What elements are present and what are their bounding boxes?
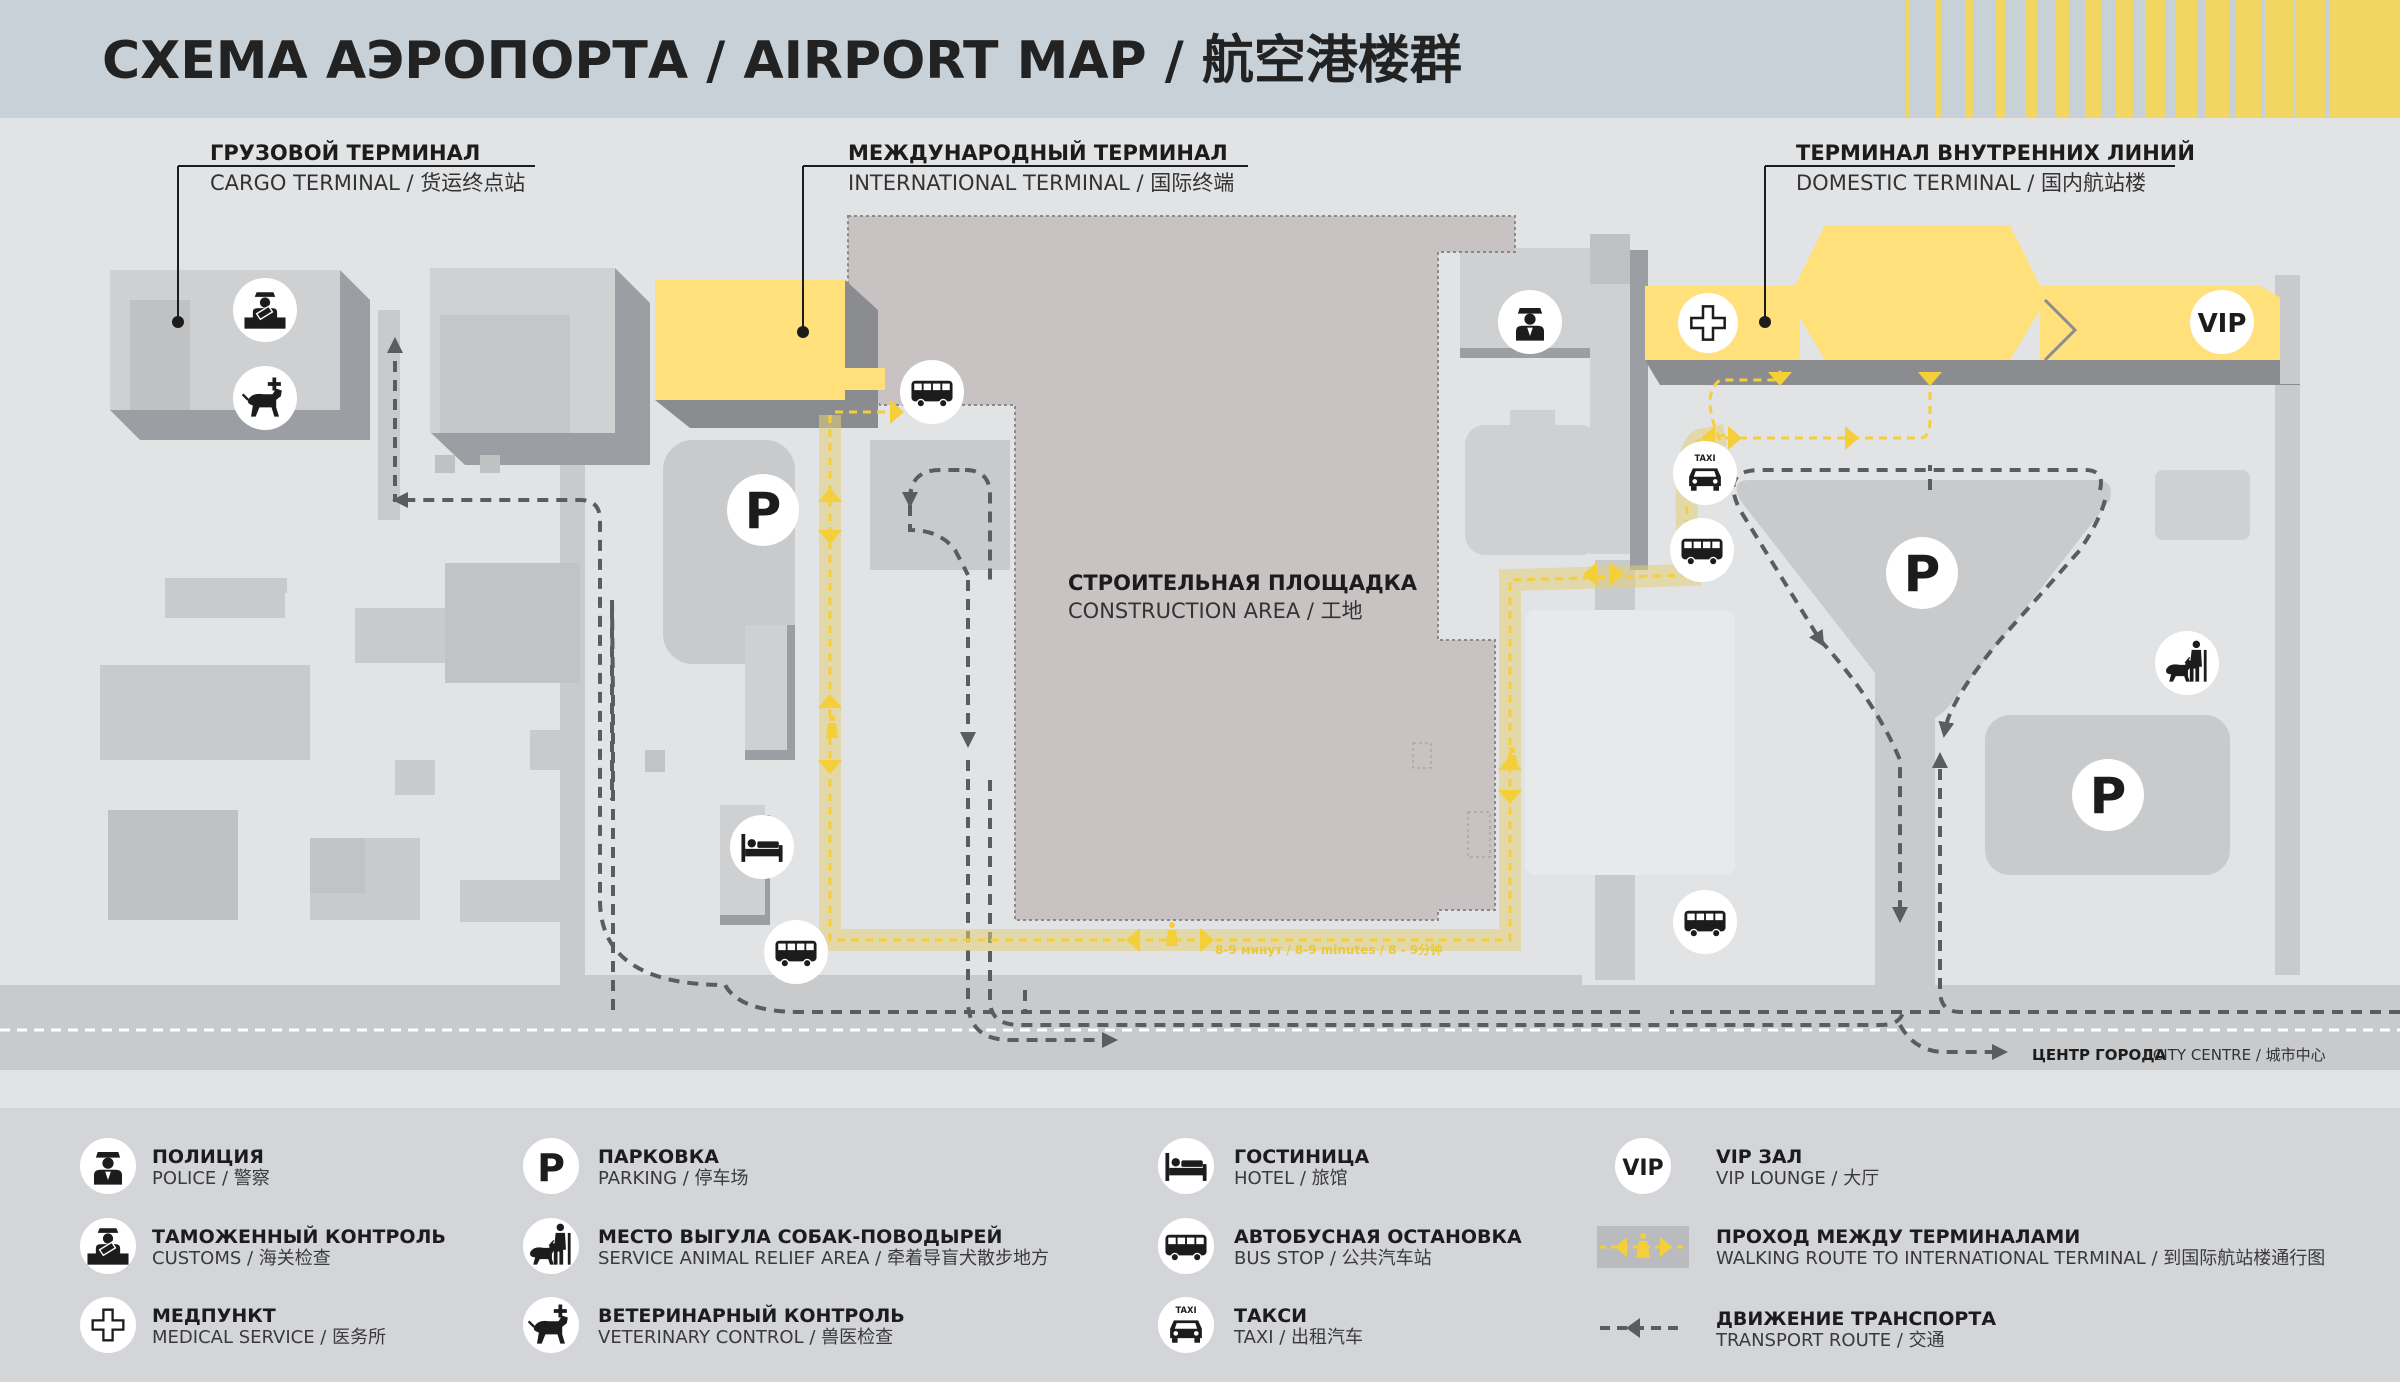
legend-item-veterinary: ВЕТЕРИНАРНЫЙ КОНТРОЛЬ VETERINARY CONTROL… xyxy=(523,1297,905,1353)
legend-item-customs: ТАМОЖЕННЫЙ КОНТРОЛЬ CUSTOMS / 海关检查 xyxy=(80,1218,446,1274)
svg-text:ПАРКОВКА: ПАРКОВКА xyxy=(598,1146,719,1168)
svg-text:ТАМОЖЕННЫЙ КОНТРОЛЬ: ТАМОЖЕННЫЙ КОНТРОЛЬ xyxy=(152,1225,446,1248)
svg-text:POLICE / 警察: POLICE / 警察 xyxy=(152,1168,270,1189)
vip-icon: VIP xyxy=(1622,1156,1663,1181)
construction-label-en: CONSTRUCTION AREA / 工地 xyxy=(1068,599,1363,623)
parking-icon[interactable]: P xyxy=(1886,537,1958,609)
international-label-en: INTERNATIONAL TERMINAL / 国际终端 xyxy=(848,171,1234,195)
bus-stop-icon[interactable] xyxy=(764,920,828,984)
svg-text:ГОСТИНИЦА: ГОСТИНИЦА xyxy=(1234,1146,1369,1168)
walking-person-marks xyxy=(826,715,1518,946)
parking-icon: P xyxy=(537,1146,565,1190)
domestic-label-en: DOMESTIC TERMINAL / 国内航站楼 xyxy=(1796,171,2146,195)
parking-icon[interactable]: P xyxy=(2072,759,2144,831)
svg-text:VETERINARY CONTROL / 兽医检查: VETERINARY CONTROL / 兽医检查 xyxy=(598,1327,893,1348)
legend-item-taxi: ТАКСИ TAXI / 出租汽车 xyxy=(1158,1297,1363,1353)
map-header: СХЕМА АЭРОПОРТА / AIRPORT MAP / 航空港楼群 xyxy=(0,0,2400,118)
construction-area: СТРОИТЕЛЬНАЯ ПЛОЩАДКА CONSTRUCTION AREA … xyxy=(847,215,1516,921)
bus-stop-icon[interactable] xyxy=(1673,890,1737,954)
svg-text:ВЕТЕРИНАРНЫЙ КОНТРОЛЬ: ВЕТЕРИНАРНЫЙ КОНТРОЛЬ xyxy=(598,1304,905,1327)
parking-icon[interactable]: P xyxy=(727,474,799,546)
parking-label: P xyxy=(745,482,782,540)
svg-text:PARKING / 停车场: PARKING / 停车场 xyxy=(598,1168,749,1189)
transport-route-icon xyxy=(1600,1318,1684,1338)
svg-text:АВТОБУСНАЯ ОСТАНОВКА: АВТОБУСНАЯ ОСТАНОВКА xyxy=(1234,1226,1522,1248)
header-stripes xyxy=(1905,0,2400,118)
international-terminal-callout: МЕЖДУНАРОДНЫЙ ТЕРМИНАЛ INTERNATIONAL TER… xyxy=(797,140,1248,338)
svg-text:SERVICE ANIMAL RELIEF AREA / 牵: SERVICE ANIMAL RELIEF AREA / 牵着导盲犬散步地方 xyxy=(598,1248,1049,1269)
svg-text:ПРОХОД МЕЖДУ ТЕРМИНАЛАМИ: ПРОХОД МЕЖДУ ТЕРМИНАЛАМИ xyxy=(1716,1226,2080,1248)
svg-text:TRANSPORT ROUTE / 交通: TRANSPORT ROUTE / 交通 xyxy=(1715,1330,1945,1351)
svg-text:BUS STOP / 公共汽车站: BUS STOP / 公共汽车站 xyxy=(1234,1248,1432,1269)
legend-item-walking-route: ПРОХОД МЕЖДУ ТЕРМИНАЛАМИ WALKING ROUTE T… xyxy=(1597,1226,2325,1269)
svg-text:P: P xyxy=(1904,545,1941,603)
page-title: СХЕМА АЭРОПОРТА / AIRPORT MAP / 航空港楼群 xyxy=(102,31,1462,91)
cargo-terminal-callout: ГРУЗОВОЙ ТЕРМИНАЛ CARGO TERMINAL / 货运终点站 xyxy=(172,140,535,328)
hotel-icon[interactable] xyxy=(730,815,794,879)
svg-text:VIP LOUNGE / 大厅: VIP LOUNGE / 大厅 xyxy=(1716,1168,1879,1189)
legend: ПОЛИЦИЯ POLICE / 警察 ТАМОЖЕННЫЙ КОНТРОЛЬ … xyxy=(0,1076,2400,1382)
service-animal-icon[interactable] xyxy=(2155,631,2219,695)
svg-text:MEDICAL SERVICE / 医务所: MEDICAL SERVICE / 医务所 xyxy=(152,1327,386,1348)
svg-text:P: P xyxy=(2090,767,2127,825)
veterinary-icon[interactable] xyxy=(233,366,297,430)
legend-item-transport-route: ДВИЖЕНИЕ ТРАНСПОРТА TRANSPORT ROUTE / 交通 xyxy=(1600,1308,1996,1351)
svg-text:HOTEL / 旅馆: HOTEL / 旅馆 xyxy=(1234,1168,1348,1189)
svg-text:ПОЛИЦИЯ: ПОЛИЦИЯ xyxy=(152,1146,264,1168)
domestic-terminal-callout: ТЕРМИНАЛ ВНУТРЕННИХ ЛИНИЙ DOMESTIC TERMI… xyxy=(1759,140,2195,328)
svg-text:TAXI / 出租汽车: TAXI / 出租汽车 xyxy=(1233,1327,1363,1348)
svg-text:МЕДПУНКТ: МЕДПУНКТ xyxy=(152,1305,276,1327)
map-icons[interactable]: P VIP P P xyxy=(233,278,2254,984)
legend-item-medical: МЕДПУНКТ MEDICAL SERVICE / 医务所 xyxy=(80,1297,386,1353)
city-centre-ru: ЦЕНТР ГОРОДА xyxy=(2032,1046,2167,1064)
legend-item-vip: VIP VIP ЗАЛ VIP LOUNGE / 大厅 xyxy=(1615,1138,1879,1194)
svg-text:ТАКСИ: ТАКСИ xyxy=(1234,1305,1307,1327)
legend-item-bus: АВТОБУСНАЯ ОСТАНОВКА BUS STOP / 公共汽车站 xyxy=(1158,1218,1522,1274)
svg-text:ДВИЖЕНИЕ ТРАНСПОРТА: ДВИЖЕНИЕ ТРАНСПОРТА xyxy=(1716,1308,1996,1330)
cargo-label-ru: ГРУЗОВОЙ ТЕРМИНАЛ xyxy=(210,140,480,165)
transport-routes xyxy=(387,337,2400,1060)
legend-item-parking: P ПАРКОВКА PARKING / 停车场 xyxy=(523,1138,749,1194)
legend-item-police: ПОЛИЦИЯ POLICE / 警察 xyxy=(80,1138,270,1194)
cargo-label-en: CARGO TERMINAL / 货运终点站 xyxy=(210,171,525,195)
vip-icon[interactable]: VIP xyxy=(2190,290,2254,354)
city-centre-label: ЦЕНТР ГОРОДА / CITY CENTRE / 城市中心 xyxy=(2032,1046,2326,1064)
map-area: СТРОИТЕЛЬНАЯ ПЛОЩАДКА CONSTRUCTION AREA … xyxy=(0,118,2400,1108)
international-label-ru: МЕЖДУНАРОДНЫЙ ТЕРМИНАЛ xyxy=(848,140,1228,165)
walking-arrows xyxy=(818,372,1942,952)
construction-label-ru: СТРОИТЕЛЬНАЯ ПЛОЩАДКА xyxy=(1068,571,1418,595)
city-centre-en: / CITY CENTRE / 城市中心 xyxy=(2143,1046,2326,1064)
customs-icon[interactable] xyxy=(233,278,297,342)
bus-stop-icon[interactable] xyxy=(900,360,964,424)
medical-icon[interactable] xyxy=(1678,293,1738,353)
walking-route-icon xyxy=(1597,1226,1689,1268)
bus-stop-icon[interactable] xyxy=(1670,518,1734,582)
international-terminal[interactable] xyxy=(655,280,885,428)
svg-text:CUSTOMS / 海关检查: CUSTOMS / 海关检查 xyxy=(152,1248,331,1269)
police-icon[interactable] xyxy=(1498,290,1562,354)
svg-text:МЕСТО ВЫГУЛА СОБАК-ПОВОДЫРЕЙ: МЕСТО ВЫГУЛА СОБАК-ПОВОДЫРЕЙ xyxy=(598,1225,1002,1248)
legend-item-hotel: ГОСТИНИЦА HOTEL / 旅馆 xyxy=(1158,1138,1369,1194)
svg-text:VIP ЗАЛ: VIP ЗАЛ xyxy=(1716,1146,1802,1168)
svg-text:WALKING ROUTE TO INTERNATIONAL: WALKING ROUTE TO INTERNATIONAL TERMINAL … xyxy=(1716,1248,2325,1269)
taxi-icon[interactable] xyxy=(1673,441,1737,505)
legend-item-service-animal: МЕСТО ВЫГУЛА СОБАК-ПОВОДЫРЕЙ SERVICE ANI… xyxy=(523,1218,1049,1274)
vip-label: VIP xyxy=(2198,309,2247,339)
domestic-label-ru: ТЕРМИНАЛ ВНУТРЕННИХ ЛИНИЙ xyxy=(1796,140,2195,165)
walk-time-label: 8-9 минут / 8-9 minutes / 8 - 9分钟 xyxy=(1215,942,1442,957)
